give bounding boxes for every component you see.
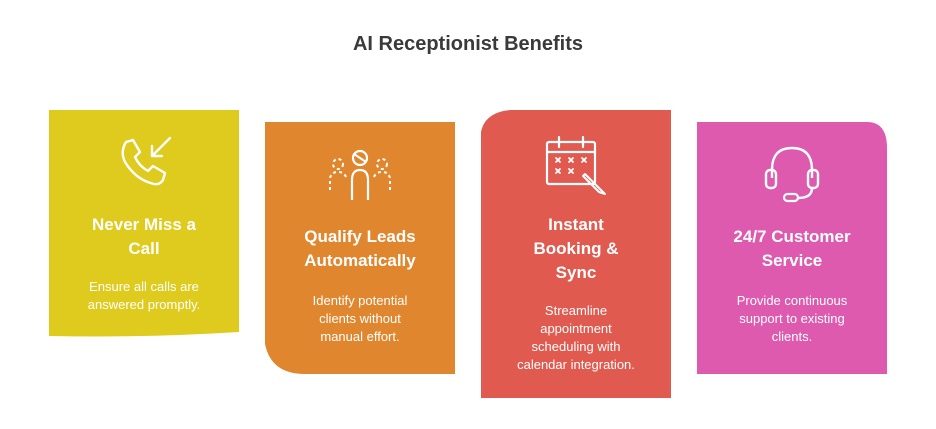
card-heading-line: Instant <box>548 215 604 234</box>
card-heading-line: Call <box>128 239 160 258</box>
card-description-line: Identify potential <box>312 293 408 308</box>
benefit-card-customer-service: 24/7 Customer Service Provide continuous… <box>697 122 887 374</box>
people-leads-icon <box>329 149 391 200</box>
card-description-line: Provide continuous <box>736 293 848 308</box>
card-heading-line: Booking & <box>533 239 619 258</box>
card-description-line: clients. <box>771 329 813 344</box>
card-description-line: manual effort. <box>320 329 400 344</box>
card-description-line: answered promptly. <box>87 297 201 312</box>
card-heading-line: Sync <box>555 263 597 282</box>
headset-icon <box>764 146 820 203</box>
card-description-line: clients without <box>319 311 401 326</box>
card-description-line: Streamline <box>544 303 608 318</box>
card-heading-line: 24/7 Customer <box>733 227 851 246</box>
card-description-line: support to existing <box>739 311 845 326</box>
card-description-line: appointment <box>540 321 612 336</box>
card-description-line: Ensure all calls are <box>89 279 199 294</box>
card-heading-line: Automatically <box>304 251 416 270</box>
diagram-title: AI Receptionist Benefits <box>352 33 584 55</box>
card-description-line: calendar integration. <box>517 357 635 372</box>
benefit-card-instant-booking: Instant Booking & Sync Streamline appoin… <box>481 110 671 398</box>
benefit-card-never-miss-call: Never Miss a Call Ensure all calls are a… <box>49 110 239 338</box>
card-heading-line: Qualify Leads <box>304 227 416 246</box>
card-description-line: scheduling with <box>531 339 621 354</box>
benefit-card-qualify-leads: Qualify Leads Automatically Identify pot… <box>265 122 455 374</box>
calendar-booking-icon <box>545 135 606 195</box>
card-heading-line: Never Miss a <box>92 215 196 234</box>
card-heading-line: Service <box>761 251 823 270</box>
phone-incoming-icon <box>121 136 172 186</box>
